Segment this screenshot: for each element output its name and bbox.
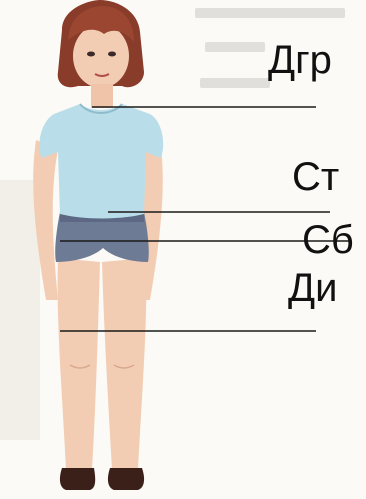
left-eye — [87, 51, 95, 57]
neck — [91, 84, 113, 108]
face — [73, 24, 129, 88]
paper-shadow — [0, 180, 40, 440]
shorts — [55, 212, 149, 262]
right-shoe — [107, 468, 145, 490]
hair-fringe — [68, 6, 134, 42]
left-shoe — [59, 468, 96, 490]
left-arm — [33, 140, 58, 300]
background-text — [195, 8, 345, 88]
measurement-lines — [60, 106, 350, 332]
left-leg — [57, 258, 100, 470]
right-eye — [108, 51, 116, 57]
hip-measure-label: Сб — [302, 218, 354, 262]
right-leg — [102, 258, 147, 470]
waist-measure-label: Ст — [292, 155, 340, 199]
mouth — [94, 73, 110, 77]
thigh-measure-label: Ди — [288, 266, 338, 310]
knee-shading — [69, 364, 135, 369]
chest-measure-label: Дгр — [268, 38, 332, 82]
shirt — [39, 104, 164, 219]
